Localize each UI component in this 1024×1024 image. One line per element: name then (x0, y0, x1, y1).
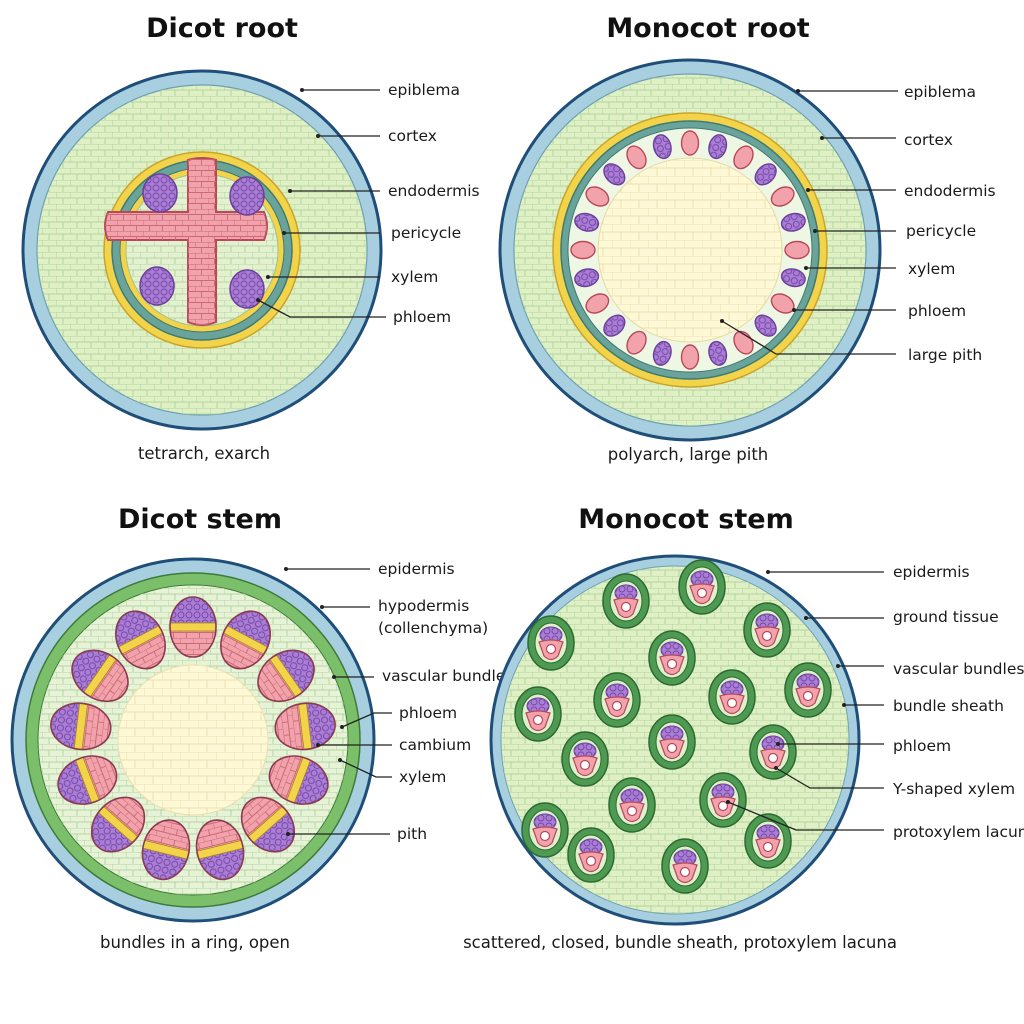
monocot-root-label-phloem: phloem (908, 302, 966, 320)
monocot-stem-bundle (678, 559, 726, 615)
monocot-stem-bundle (749, 724, 797, 780)
monocot-root-xylem-patch (570, 240, 596, 260)
dicot-stem-bundle (230, 786, 306, 863)
monocot-stem-bundle (648, 714, 696, 770)
monocot-root-label-epiblema: epiblema (904, 83, 976, 101)
monocot-stem-leaders (726, 570, 884, 831)
monocot-stem-bundle (648, 630, 696, 686)
dicot-stem-caption: bundles in a ring, open (100, 933, 290, 952)
monocot-stem-bundle (561, 731, 609, 787)
monocot-stem-vascular-bundles (514, 559, 832, 894)
dicot-root-leaders (256, 88, 386, 318)
dicot-stem-leaders (284, 567, 392, 836)
monocot-stem-bundle (521, 802, 569, 858)
monocot-stem-bundle (784, 662, 832, 718)
monocot-root-label-xylem: xylem (908, 260, 955, 278)
monocot-root-section (498, 58, 882, 442)
dicot-root-xylem (104, 157, 268, 326)
monocot-stem-label-epidermis: epidermis (893, 563, 970, 581)
dicot-root-label-phloem: phloem (393, 308, 451, 326)
dicot-root-label-epiblema: epiblema (388, 81, 460, 99)
monocot-stem-label-ground-tissue: ground tissue (893, 608, 999, 626)
monocot-root-label-endodermis: endodermis (904, 182, 996, 200)
dicot-stem-label-epidermis: epidermis (378, 560, 455, 578)
monocot-root-xylem-patch (680, 344, 700, 370)
monocot-stem-bundle (593, 672, 641, 728)
dicot-stem-title: Dicot stem (118, 504, 282, 535)
dicot-stem-panel: Dicot stem epidermis hypodermis (collenc… (10, 504, 513, 952)
monocot-stem-bundle (514, 686, 562, 742)
monocot-stem-bundle (708, 669, 756, 725)
monocot-stem-bundle (527, 615, 575, 671)
dicot-stem-label-cambium: cambium (399, 736, 471, 754)
monocot-stem-title: Monocot stem (578, 504, 793, 535)
monocot-stem-label-vascular-bundles: vascular bundles (893, 660, 1024, 678)
dicot-root-panel: Dicot root (21, 13, 480, 463)
monocot-root-xylem-patch (585, 186, 610, 207)
monocot-root-label-pericycle: pericycle (906, 222, 976, 240)
monocot-stem-label-bundle-sheath: bundle sheath (893, 697, 1004, 715)
monocot-stem-panel: Monocot stem epidermis ground tissue vas… (463, 504, 1024, 952)
dicot-stem-bundle (48, 699, 114, 753)
dicot-root-section (21, 69, 383, 431)
monocot-stem-section (489, 554, 861, 926)
monocot-root-title: Monocot root (606, 13, 809, 44)
dicot-stem-label-xylem: xylem (399, 768, 446, 786)
dicot-root-phloem (139, 173, 265, 309)
monocot-stem-bundle (567, 827, 615, 883)
monocot-stem-label-protoxylem-lacuna: protoxylem lacuna (893, 823, 1024, 841)
monocot-stem-bundle (744, 813, 792, 869)
dicot-stem-label-vascular-bundles: vascular bundles (382, 667, 513, 685)
dicot-stem-label-collenchyma: (collenchyma) (378, 619, 488, 637)
dicot-root-label-pericycle: pericycle (391, 224, 461, 242)
monocot-root-label-large-pith: large pith (908, 346, 982, 364)
monocot-root-xylem-patch (770, 186, 795, 207)
monocot-stem-label-y-shaped-xylem: Y-shaped xylem (892, 780, 1015, 798)
monocot-root-xylem-patch (784, 240, 810, 260)
monocot-root-caption: polyarch, large pith (608, 445, 769, 464)
dicot-root-label-endodermis: endodermis (388, 182, 480, 200)
monocot-stem-bundle (743, 602, 791, 658)
monocot-stem-label-phloem: phloem (893, 737, 951, 755)
dicot-stem-label-phloem: phloem (399, 704, 457, 722)
monocot-stem-bundle (602, 573, 650, 629)
monocot-root-xylem-patch (626, 145, 647, 170)
monocot-stem-bundle (661, 838, 709, 894)
monocot-stem-bundle (608, 777, 656, 833)
monocot-root-leaders (720, 89, 898, 355)
monocot-root-xylem-patch (626, 330, 647, 355)
dicot-root-label-xylem: xylem (391, 268, 438, 286)
dicot-stem-bundle (80, 786, 156, 863)
dicot-stem-label-hypodermis: hypodermis (378, 597, 469, 615)
monocot-root-panel: Monocot root epiblema cortex endodermis … (498, 13, 996, 464)
monocot-stem-bundle (699, 772, 747, 828)
dicot-stem-bundle (262, 747, 335, 813)
dicot-root-label-cortex: cortex (388, 127, 437, 145)
monocot-stem-caption: scattered, closed, bundle sheath, protox… (463, 933, 897, 952)
monocot-root-xylem-patch (733, 145, 754, 170)
dicot-stem-section (10, 557, 376, 923)
monocot-root-xylem-patch (585, 293, 610, 314)
dicot-stem-label-pith: pith (397, 825, 427, 843)
monocot-root-label-cortex: cortex (904, 131, 953, 149)
monocot-root-xylem-patch (680, 130, 700, 156)
dicot-stem-bundle (169, 596, 217, 658)
dicot-root-caption: tetrarch, exarch (138, 444, 270, 463)
dicot-stem-bundle (51, 747, 124, 813)
dicot-stem-bundle (272, 699, 338, 753)
monocot-root-vascular-ring (570, 130, 810, 370)
dicot-root-title: Dicot root (146, 13, 298, 44)
